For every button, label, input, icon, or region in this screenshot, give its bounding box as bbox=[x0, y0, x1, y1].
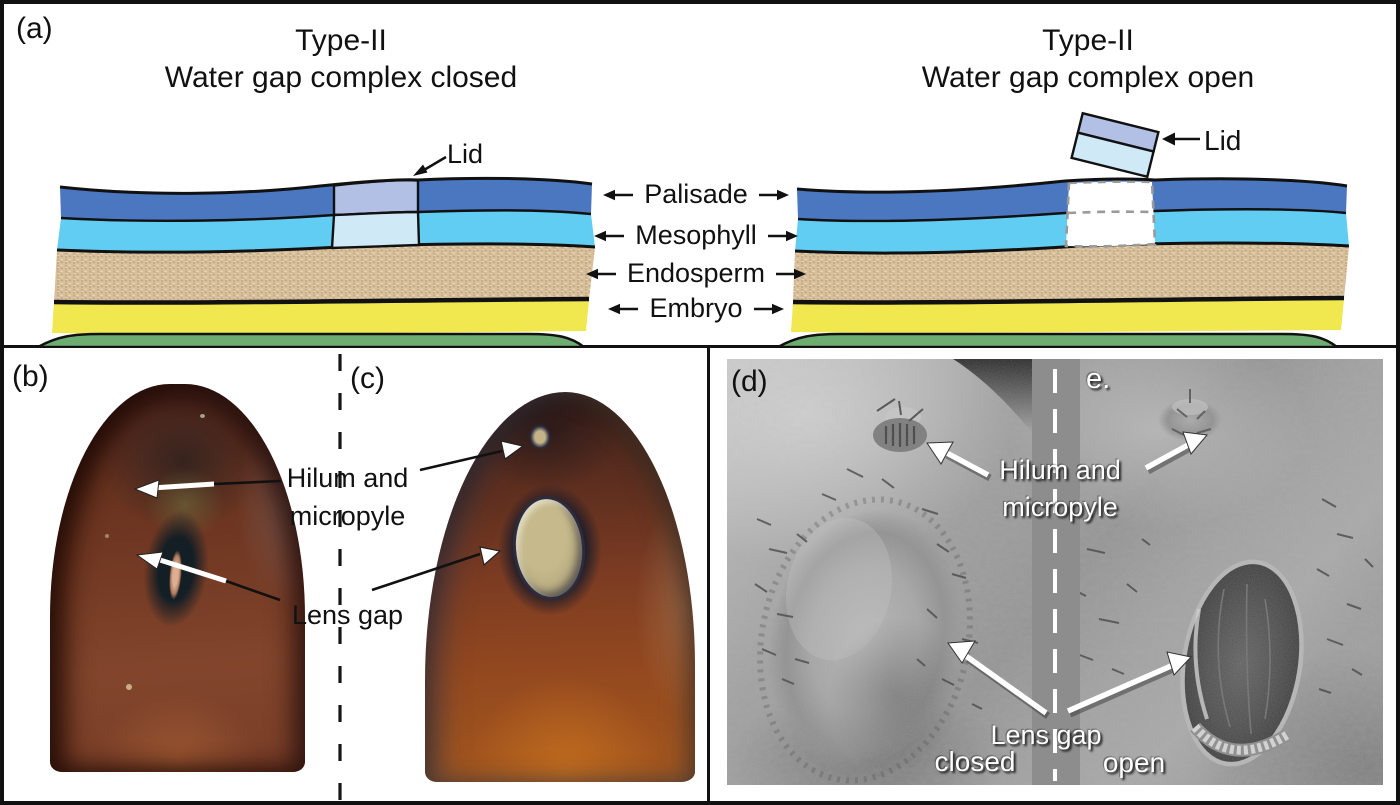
title-closed: Type-II Water gap complex closed bbox=[141, 22, 541, 96]
title-open-line1: Type-II bbox=[1042, 24, 1134, 57]
sem-closed-label: closed bbox=[934, 746, 1016, 777]
sem-open-label: open bbox=[1102, 747, 1166, 778]
panel-a-water-gap-diagrams: (a) Type-II Water gap complex closed Typ… bbox=[0, 0, 1400, 348]
left-arrow-icon bbox=[594, 230, 625, 241]
layer-label-text: Endosperm bbox=[626, 258, 766, 288]
lid-label-open: Lid bbox=[1204, 125, 1242, 156]
mesophyll-layer bbox=[793, 243, 1349, 304]
speckle bbox=[126, 684, 132, 690]
sem-hilum-micropyle-label: Hilum and micropyle bbox=[965, 452, 1155, 526]
lens-gap-label: Lens gap bbox=[291, 600, 404, 630]
panel-e-tag: e. bbox=[1086, 363, 1111, 395]
title-closed-line1: Type-II bbox=[295, 24, 387, 57]
title-closed-line2: Water gap complex closed bbox=[164, 61, 518, 94]
lens-arrow-right bbox=[371, 546, 502, 592]
diagram-closed bbox=[37, 155, 596, 348]
lid-pointer-arrow-open bbox=[1162, 132, 1200, 146]
mesophyll-layer bbox=[54, 244, 595, 304]
layer-label-mesophyll: Mesophyll bbox=[546, 220, 846, 251]
panel-c-tag: (c) bbox=[350, 362, 385, 395]
diagram-open bbox=[777, 111, 1350, 348]
title-open: Type-II Water gap complex open bbox=[873, 22, 1303, 96]
embryo-layer bbox=[777, 332, 1341, 348]
sem-photograph bbox=[727, 359, 1383, 785]
right-arrow-icon bbox=[758, 189, 789, 200]
panel-bc-seed-photos: (b) (c) Hilum and micropyle Lens gap bbox=[0, 348, 710, 805]
title-open-line2: Water gap complex open bbox=[921, 61, 1255, 94]
speckle bbox=[105, 534, 109, 538]
layer-label-embryo: Embryo bbox=[546, 293, 846, 324]
hilum-label-line2: micropyle bbox=[289, 501, 406, 531]
bc-annotation-overlay bbox=[133, 354, 525, 800]
hilum-arrow-left bbox=[133, 479, 282, 499]
lens-arrow-open bbox=[1066, 651, 1192, 718]
hilum-micropyle-label: Hilum and micropyle bbox=[240, 459, 455, 535]
right-arrow-icon bbox=[767, 230, 798, 241]
hilum-arrow-right bbox=[419, 440, 525, 472]
endosperm-layer bbox=[791, 299, 1344, 333]
micropyle-notch bbox=[527, 422, 553, 452]
water-gap-opening-dashed bbox=[1064, 180, 1157, 248]
sem-render bbox=[727, 359, 1383, 785]
lid-label-closed: Lid bbox=[447, 139, 484, 169]
left-arrow-icon bbox=[608, 303, 639, 314]
lid-closed-top-cell bbox=[332, 179, 420, 217]
layer-label-text: Palisade bbox=[644, 179, 748, 209]
lid-pointer-arrow-closed bbox=[413, 155, 447, 176]
right-arrow-icon bbox=[776, 268, 807, 279]
sem-lens-gap-label: Lens gap bbox=[990, 720, 1102, 750]
panel-d-sem-images: (d) e. Hilum and micropyle Lens gap clos… bbox=[710, 348, 1400, 805]
hilum-arrow-closed bbox=[926, 441, 992, 482]
left-arrow-icon bbox=[585, 268, 616, 279]
layer-label-text: Embryo bbox=[649, 293, 743, 323]
lid-lifted bbox=[1070, 111, 1160, 179]
speckle bbox=[200, 414, 205, 418]
panel-d-tag: (d) bbox=[731, 365, 768, 398]
hilum-label-line1: Hilum and bbox=[286, 463, 409, 493]
lens-arrow-left bbox=[135, 551, 281, 602]
left-arrow-icon bbox=[603, 189, 634, 200]
embryo-layer bbox=[37, 332, 588, 348]
hilum-arrow-open bbox=[1144, 431, 1208, 475]
sem-arrows bbox=[926, 431, 1208, 719]
layer-label-endosperm: Endosperm bbox=[546, 258, 846, 289]
panel-a-tag: (a) bbox=[16, 12, 53, 45]
lid-closed-bottom-cell bbox=[330, 210, 421, 250]
endosperm-layer bbox=[52, 300, 589, 334]
layer-label-text: Mesophyll bbox=[635, 220, 757, 250]
panel-b-tag: (b) bbox=[12, 360, 49, 393]
right-arrow-icon bbox=[753, 303, 784, 314]
seed-coat-cross-section-diagrams bbox=[37, 111, 1350, 348]
layer-label-palisade: Palisade bbox=[546, 179, 846, 210]
seed-photo-closed bbox=[50, 384, 305, 772]
sem-hilum-line1: Hilum and bbox=[999, 455, 1121, 485]
sem-hilum-line2: micropyle bbox=[1002, 492, 1118, 522]
lens-arrow-closed bbox=[947, 640, 1051, 719]
